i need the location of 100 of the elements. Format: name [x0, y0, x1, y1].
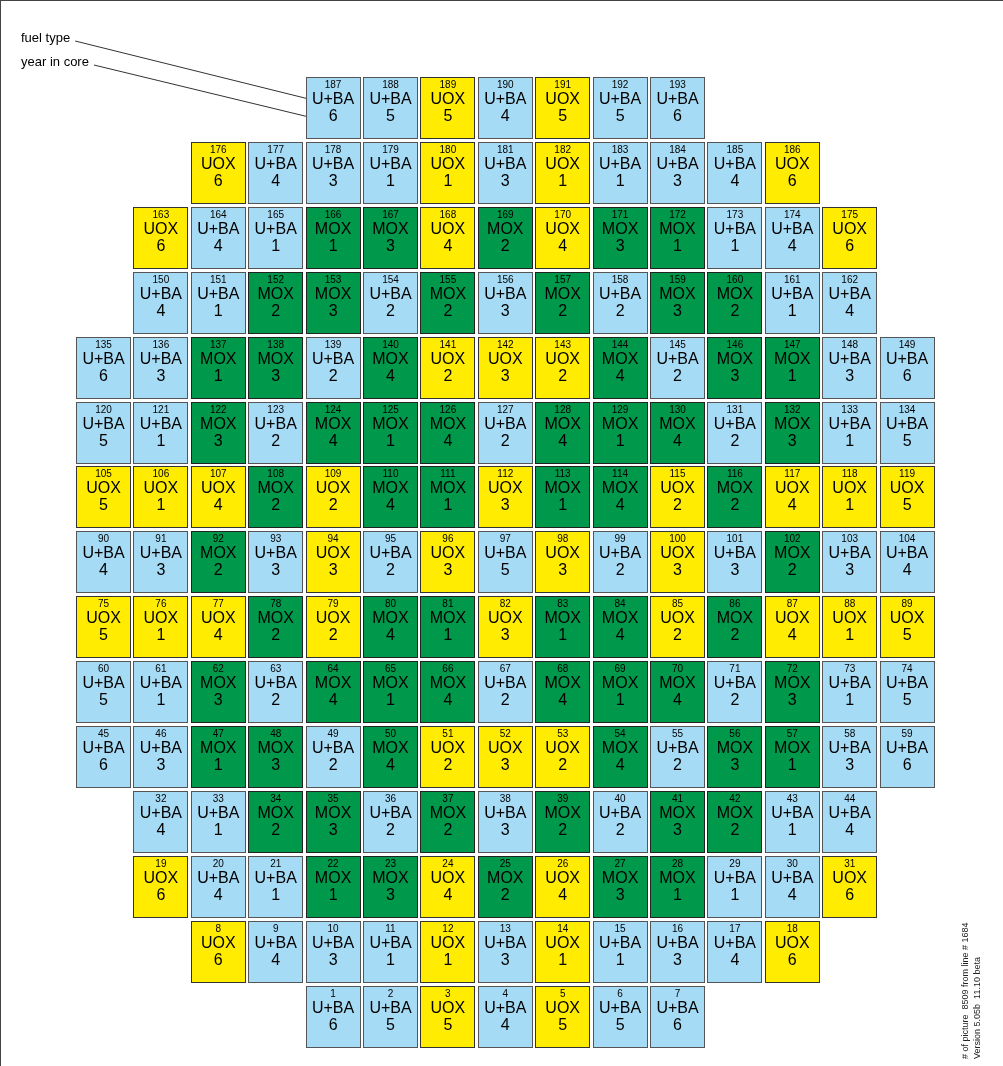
fuel-type: UOX — [430, 933, 466, 951]
fuel-assembly — [363, 661, 418, 724]
year-in-core: 4 — [213, 236, 223, 254]
year-in-core: 5 — [902, 496, 912, 514]
year-in-core: 4 — [386, 366, 395, 384]
year-in-core: 1 — [213, 366, 223, 384]
fuel-assembly — [190, 726, 246, 788]
year-in-core: 4 — [787, 885, 797, 903]
year-in-core: 2 — [673, 756, 682, 773]
fuel-type: MOX — [200, 674, 237, 692]
position-number: 62 — [212, 663, 224, 675]
fuel-assembly — [764, 466, 820, 529]
fuel-assembly — [879, 726, 935, 788]
fuel-type: U+BA — [254, 674, 297, 692]
year-in-core: 4 — [673, 691, 682, 709]
fuel-type: UOX — [832, 609, 867, 627]
year-in-core: 3 — [730, 561, 740, 579]
fuel-type: U+BA — [828, 803, 871, 821]
fuel-assembly — [133, 336, 189, 399]
position-number: 113 — [554, 468, 571, 480]
year-in-core: 3 — [271, 366, 281, 384]
fuel-type: U+BA — [369, 933, 412, 951]
fuel-assembly — [76, 726, 131, 788]
fuel-type: MOX — [257, 803, 294, 821]
year-in-core: 4 — [213, 496, 223, 514]
position-number: 15 — [614, 922, 626, 934]
year-in-core: 5 — [902, 691, 912, 709]
year-in-core: 1 — [730, 236, 740, 254]
year-in-core: 6 — [156, 236, 166, 254]
fuel-type: MOX — [601, 349, 639, 367]
position-number: 129 — [611, 403, 629, 415]
fuel-type: MOX — [774, 674, 811, 692]
fuel-type: UOX — [143, 868, 179, 886]
year-in-core: 3 — [328, 820, 338, 838]
year-in-core: 1 — [673, 236, 682, 254]
fuel-assembly — [190, 401, 246, 464]
fuel-type: UOX — [315, 479, 351, 497]
position-number: 147 — [783, 338, 801, 350]
year-in-core: 1 — [558, 626, 568, 644]
year-in-core: 5 — [902, 431, 912, 449]
year-in-core: 1 — [271, 885, 281, 903]
position-number: 56 — [729, 728, 741, 739]
position-number: 59 — [901, 728, 913, 739]
year-in-core: 6 — [787, 950, 797, 968]
fuel-assembly — [535, 920, 591, 983]
year-in-core: 1 — [156, 691, 166, 709]
year-in-core: 2 — [271, 626, 281, 644]
year-in-core: 5 — [500, 561, 510, 579]
fuel-assembly — [248, 726, 304, 788]
year-in-core: 3 — [730, 756, 740, 773]
position-number: 191 — [554, 79, 572, 90]
fuel-type: U+BA — [82, 739, 125, 756]
year-in-core: 1 — [558, 496, 568, 514]
year-in-core: 1 — [213, 820, 223, 838]
year-in-core: 3 — [558, 561, 568, 579]
position-number: 30 — [786, 857, 798, 869]
position-number: 95 — [384, 533, 397, 545]
fuel-assembly — [592, 336, 648, 399]
year-in-core: 4 — [99, 561, 108, 579]
fuel-assembly — [650, 141, 705, 204]
year-in-core: 2 — [558, 756, 568, 773]
fuel-assembly — [822, 401, 878, 464]
fuel-assembly — [650, 661, 705, 724]
year-in-core: 1 — [443, 171, 453, 189]
fuel-assembly — [879, 336, 935, 399]
year-in-core: 4 — [386, 496, 395, 514]
fuel-type: MOX — [429, 803, 467, 821]
fuel-assembly — [650, 77, 705, 139]
year-in-core: 3 — [673, 301, 682, 319]
leader-line — [74, 40, 308, 99]
fuel-type: MOX — [429, 284, 467, 302]
fuel-assembly — [707, 206, 763, 269]
fuel-assembly — [764, 855, 820, 918]
position-number: 119 — [899, 468, 916, 480]
position-number: 45 — [97, 728, 110, 739]
year-in-core: 3 — [156, 756, 166, 773]
fuel-assembly — [592, 466, 648, 529]
position-number: 25 — [499, 857, 511, 869]
fuel-assembly — [420, 661, 476, 724]
fuel-assembly — [764, 336, 820, 399]
position-number: 31 — [844, 857, 856, 869]
year-in-core: 3 — [500, 301, 510, 319]
fuel-assembly — [592, 985, 648, 1048]
position-number: 34 — [270, 792, 282, 804]
position-number: 144 — [611, 338, 629, 350]
fuel-type: U+BA — [885, 414, 929, 432]
year-in-core: 1 — [558, 171, 568, 189]
fuel-type: MOX — [487, 868, 524, 886]
fuel-type: MOX — [257, 349, 294, 367]
position-number: 175 — [841, 208, 859, 220]
position-number: 107 — [209, 468, 227, 480]
year-in-core: 4 — [730, 171, 740, 189]
fuel-type: UOX — [315, 544, 351, 562]
fuel-assembly — [535, 855, 591, 918]
fuel-assembly — [535, 726, 591, 788]
fuel-type: MOX — [257, 739, 294, 756]
fuel-type: U+BA — [82, 349, 125, 367]
fuel-type: U+BA — [598, 933, 642, 951]
position-number: 21 — [270, 857, 282, 869]
year-in-core: 3 — [615, 236, 625, 254]
